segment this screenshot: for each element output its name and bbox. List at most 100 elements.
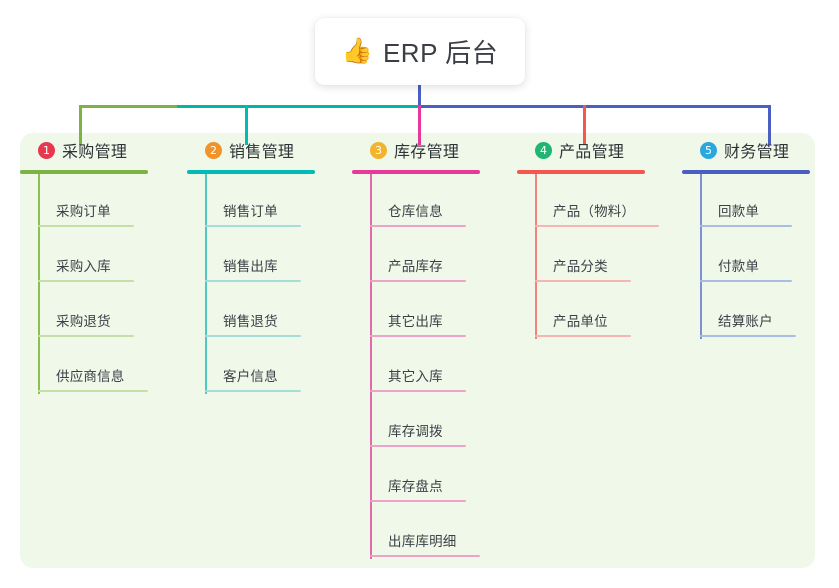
module-items-2: 销售订单销售出库销售退货客户信息	[187, 174, 337, 394]
module-item-label: 库存盘点	[388, 479, 443, 494]
module-item-label: 产品（物料）	[553, 204, 636, 219]
module-item[interactable]: 回款单	[700, 174, 822, 229]
module-rule-1	[20, 170, 148, 174]
module-items-3: 仓库信息产品库存其它出库其它入库库存调拨库存盘点出库库明细	[352, 174, 512, 559]
bus-segment-left	[79, 105, 179, 108]
module-item-label: 供应商信息	[56, 369, 125, 384]
module-item-label: 回款单	[718, 204, 760, 219]
module-item[interactable]: 客户信息	[205, 339, 337, 394]
module-item[interactable]: 采购入库	[38, 229, 170, 284]
module-item-label: 其它出库	[388, 314, 443, 329]
module-item-label: 出库库明细	[388, 534, 457, 549]
module-item-rule	[205, 280, 301, 282]
module-item-label: 产品库存	[388, 259, 443, 274]
module-spine-1	[38, 174, 40, 394]
bus-segment-right	[418, 105, 770, 108]
module-badge-3: 3	[370, 141, 387, 159]
thumbs-up-icon: 👍	[341, 37, 373, 65]
module-item-rule	[205, 225, 301, 227]
module-item-rule	[370, 500, 466, 502]
module-item-rule	[38, 225, 134, 227]
module-item[interactable]: 结算账户	[700, 284, 822, 339]
module-spine-5	[700, 174, 702, 339]
drop-line-col-3	[418, 105, 421, 145]
module-item-label: 采购入库	[56, 259, 111, 274]
module-item[interactable]: 库存调拨	[370, 394, 512, 449]
module-item-rule	[205, 390, 301, 392]
drop-line-col-4	[583, 105, 586, 145]
module-badge-1: 1	[38, 141, 55, 159]
module-item-rule	[370, 555, 480, 557]
module-spine-3	[370, 174, 372, 559]
module-item-rule	[370, 445, 466, 447]
module-item[interactable]: 销售退货	[205, 284, 337, 339]
module-item-rule	[370, 335, 466, 337]
module-header-2[interactable]: 2 销售管理	[187, 133, 337, 167]
module-item-rule	[535, 280, 631, 282]
module-item[interactable]: 采购退货	[38, 284, 170, 339]
module-item-label: 销售订单	[223, 204, 278, 219]
module-badge-4: 4	[535, 141, 552, 159]
module-badge-2: 2	[205, 141, 222, 159]
drop-line-col-2	[245, 105, 248, 145]
module-title-1: 采购管理	[62, 144, 128, 161]
module-item-label: 结算账户	[718, 314, 773, 329]
module-item[interactable]: 产品库存	[370, 229, 512, 284]
module-header-5[interactable]: 5 财务管理	[682, 133, 822, 167]
drop-line-col-1	[79, 105, 82, 145]
module-item-label: 采购订单	[56, 204, 111, 219]
module-item[interactable]: 销售订单	[205, 174, 337, 229]
module-badge-5: 5	[700, 141, 717, 159]
module-item-rule	[38, 280, 134, 282]
module-item[interactable]: 产品分类	[535, 229, 677, 284]
module-item[interactable]: 仓库信息	[370, 174, 512, 229]
module-header-1[interactable]: 1 采购管理	[20, 133, 170, 167]
module-items-4: 产品（物料） 产品分类产品单位	[517, 174, 677, 339]
module-column-5: 5 财务管理回款单付款单结算账户	[682, 133, 822, 339]
module-title-4: 产品管理	[559, 144, 625, 161]
module-item-label: 产品分类	[553, 259, 608, 274]
module-columns: 1 采购管理采购订单采购入库采购退货供应商信息 2 销售管理销售订单销售出库销售退货客…	[20, 133, 815, 568]
module-item-rule	[700, 280, 792, 282]
module-items-1: 采购订单采购入库采购退货供应商信息	[20, 174, 170, 394]
module-item-label: 仓库信息	[388, 204, 443, 219]
root-stem-line	[418, 85, 421, 107]
module-item-rule	[535, 225, 659, 227]
module-item-label: 库存调拨	[388, 424, 443, 439]
module-item-rule	[38, 335, 134, 337]
module-item[interactable]: 供应商信息	[38, 339, 170, 394]
module-item-label: 销售出库	[223, 259, 278, 274]
module-item-label: 付款单	[718, 259, 760, 274]
module-spine-4	[535, 174, 537, 339]
module-item[interactable]: 付款单	[700, 229, 822, 284]
module-item-label: 销售退货	[223, 314, 278, 329]
module-item-label: 客户信息	[223, 369, 278, 384]
module-item[interactable]: 其它入库	[370, 339, 512, 394]
module-column-1: 1 采购管理采购订单采购入库采购退货供应商信息	[20, 133, 170, 394]
root-node-title: ERP 后台	[382, 38, 499, 68]
module-header-3[interactable]: 3 库存管理	[352, 133, 512, 167]
root-node-card[interactable]: 👍 ERP 后台	[315, 18, 525, 85]
module-item[interactable]: 采购订单	[38, 174, 170, 229]
module-title-3: 库存管理	[394, 144, 460, 161]
module-item-label: 采购退货	[56, 314, 111, 329]
module-spine-2	[205, 174, 207, 394]
module-header-4[interactable]: 4 产品管理	[517, 133, 677, 167]
drop-line-col-5	[768, 105, 771, 145]
module-item[interactable]: 销售出库	[205, 229, 337, 284]
module-item-rule	[38, 390, 148, 392]
module-item-rule	[700, 225, 792, 227]
module-column-3: 3 库存管理仓库信息产品库存其它出库其它入库库存调拨库存盘点出库库明细	[352, 133, 512, 559]
bus-segment-mid	[177, 105, 420, 108]
module-title-2: 销售管理	[229, 144, 295, 161]
module-column-4: 4 产品管理产品（物料） 产品分类产品单位	[517, 133, 677, 339]
module-item[interactable]: 库存盘点	[370, 449, 512, 504]
module-items-5: 回款单付款单结算账户	[682, 174, 822, 339]
module-item[interactable]: 产品单位	[535, 284, 677, 339]
module-item[interactable]: 出库库明细	[370, 504, 512, 559]
module-item[interactable]: 产品（物料）	[535, 174, 677, 229]
module-item[interactable]: 其它出库	[370, 284, 512, 339]
module-item-label: 产品单位	[553, 314, 608, 329]
module-title-5: 财务管理	[724, 144, 790, 161]
